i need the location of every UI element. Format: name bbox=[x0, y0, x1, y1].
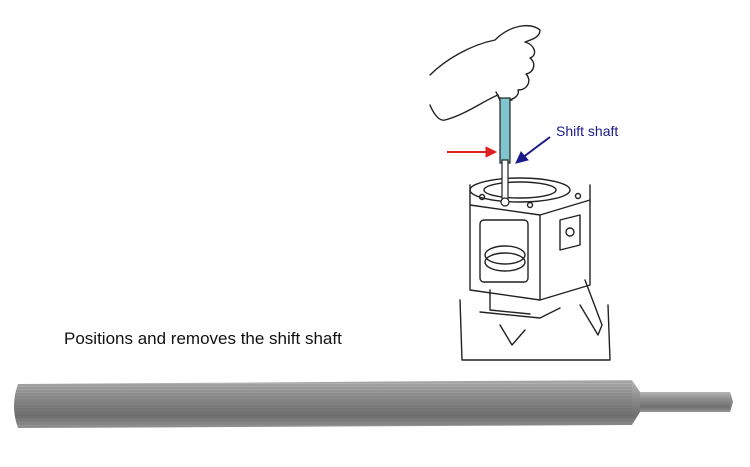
gearbox-illustration bbox=[429, 24, 611, 361]
tool-shaft bbox=[499, 97, 511, 164]
callout-pointer bbox=[515, 136, 551, 164]
tool-photo bbox=[14, 380, 733, 428]
hand-icon bbox=[429, 24, 541, 121]
indicator-arrow bbox=[447, 146, 498, 158]
caption: Positions and removes the shift shaft bbox=[64, 329, 342, 348]
tool-tip bbox=[640, 392, 730, 412]
shift-shaft-label: Shift shaft bbox=[556, 123, 619, 139]
